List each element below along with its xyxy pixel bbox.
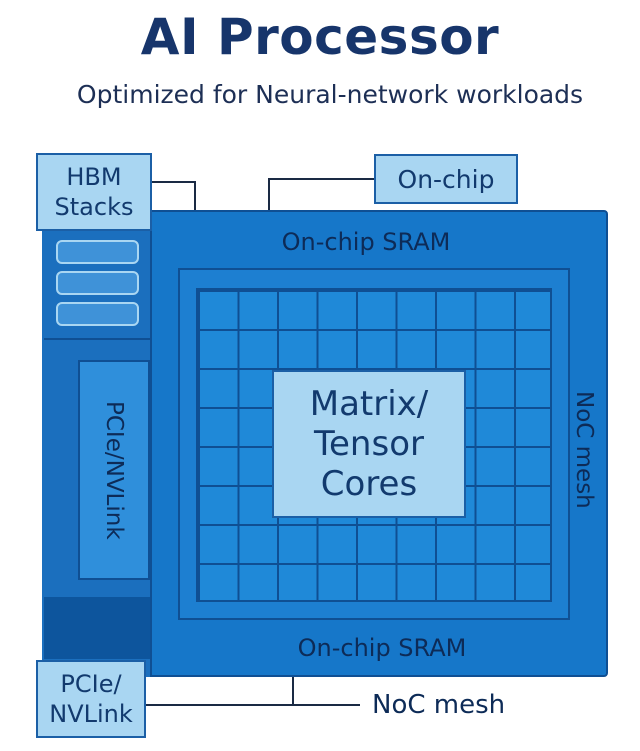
hbm-stack-strip (56, 271, 139, 295)
io-dark-block (44, 597, 150, 659)
noc-mesh-bottom-label: NoC mesh (372, 690, 506, 720)
hbm-stacks-box: HBM Stacks (36, 153, 152, 231)
noc-mesh-vertical-label: NoC mesh (571, 391, 597, 509)
pcie-nvlink-vertical-label: PCIe/NVLink (101, 400, 127, 540)
compute-grid (196, 288, 552, 602)
pcie-nvlink-box: PCIe/ NVLink (36, 660, 146, 738)
diagram-subtitle: Optimized for Neural-network workloads (76, 80, 584, 109)
left-column-divider (44, 338, 150, 340)
hbm-stack-strip (56, 302, 139, 326)
sram-bottom-label: On-chip SRAM (297, 634, 467, 662)
pcie-nvlink-vertical-block (78, 360, 150, 580)
noc-connector-v (292, 676, 294, 704)
hbm-connector-v (194, 181, 196, 211)
pcie-connector-h (146, 704, 360, 706)
onchip-connector-v (268, 178, 270, 211)
hbm-connector-h (150, 181, 196, 183)
sram-top-label: On-chip SRAM (281, 228, 451, 256)
onchip-box: On-chip (374, 154, 518, 204)
onchip-connector-h (268, 178, 374, 180)
hbm-stack-strip (56, 240, 139, 264)
matrix-tensor-cores: Matrix/ Tensor Cores (272, 370, 466, 518)
diagram-title: AI Processor (140, 8, 500, 66)
